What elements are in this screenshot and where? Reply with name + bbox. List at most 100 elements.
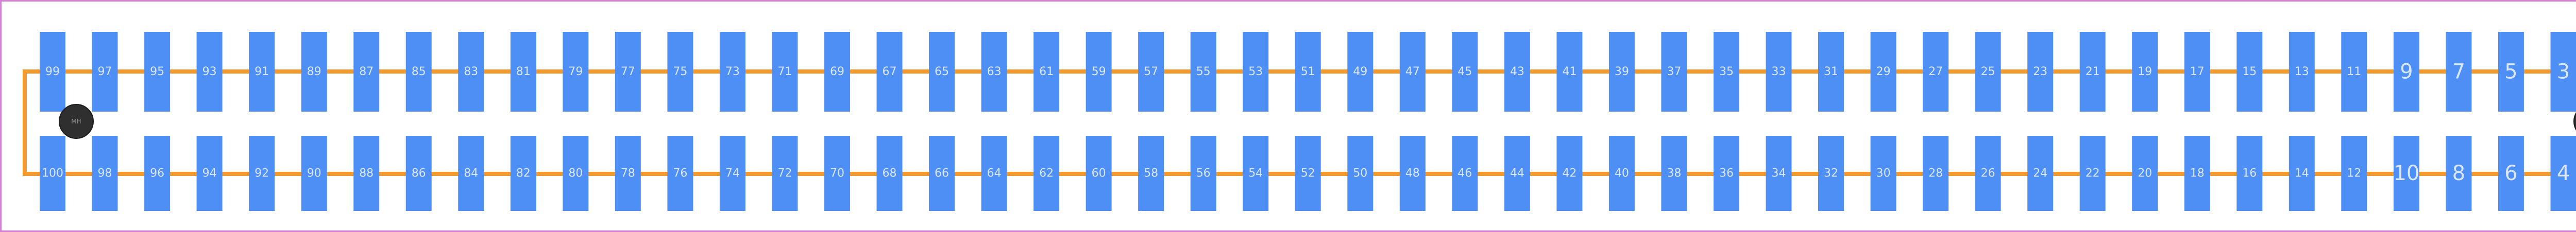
top-row-pad[interactable]: 93	[196, 32, 223, 112]
bottom-row-pad[interactable]: 62	[1033, 136, 1060, 211]
bottom-row-pad[interactable]: 10	[2393, 136, 2419, 211]
bottom-row-pad[interactable]: 14	[2289, 136, 2315, 211]
top-row-pad[interactable]: 19	[2132, 32, 2158, 112]
top-row-pad[interactable]: 95	[144, 32, 171, 112]
top-row-pad[interactable]: 59	[1086, 32, 1112, 112]
bottom-row-pad[interactable]: 32	[1818, 136, 1844, 211]
bottom-row-pad[interactable]: 90	[301, 136, 327, 211]
bottom-row-pad[interactable]: 92	[249, 136, 275, 211]
top-row-pad[interactable]: 17	[2184, 32, 2210, 112]
top-row-pad[interactable]: 97	[92, 32, 118, 112]
top-row-pad[interactable]: 61	[1033, 32, 1060, 112]
bottom-row-pad[interactable]: 94	[196, 136, 223, 211]
top-row-pad[interactable]: 33	[1766, 32, 1792, 112]
top-row-pad[interactable]: 55	[1190, 32, 1216, 112]
top-row-pad[interactable]: 79	[563, 32, 589, 112]
bottom-row-pad[interactable]: 24	[2027, 136, 2054, 211]
top-row-pad[interactable]: 43	[1504, 32, 1530, 112]
top-row-pad[interactable]: 57	[1138, 32, 1164, 112]
top-row-pad[interactable]: 71	[772, 32, 798, 112]
top-row-pad[interactable]: 39	[1608, 32, 1635, 112]
top-row-pad[interactable]: 91	[249, 32, 275, 112]
top-row-pad[interactable]: 87	[353, 32, 380, 112]
bottom-row-pad[interactable]: 46	[1452, 136, 1478, 211]
bottom-row-pad[interactable]: 26	[1975, 136, 2001, 211]
bottom-row-pad[interactable]: 18	[2184, 136, 2210, 211]
bottom-row-pad[interactable]: 72	[772, 136, 798, 211]
mounting-hole[interactable]: MH	[59, 104, 94, 139]
top-row-pad[interactable]: 23	[2027, 32, 2054, 112]
top-row-pad[interactable]: 99	[40, 32, 65, 112]
top-row-pad[interactable]: 21	[2079, 32, 2106, 112]
bottom-row-pad[interactable]: 38	[1661, 136, 1687, 211]
top-row-pad[interactable]: 13	[2289, 32, 2315, 112]
top-row-pad[interactable]: 7	[2446, 32, 2472, 112]
bottom-row-pad[interactable]: 50	[1347, 136, 1374, 211]
bottom-row-pad[interactable]: 34	[1766, 136, 1792, 211]
bottom-row-pad[interactable]: 64	[981, 136, 1007, 211]
bottom-row-pad[interactable]: 12	[2341, 136, 2367, 211]
bottom-row-pad[interactable]: 40	[1608, 136, 1635, 211]
top-row-pad[interactable]: 45	[1452, 32, 1478, 112]
top-row-pad[interactable]: 77	[615, 32, 641, 112]
top-row-pad[interactable]: 47	[1399, 32, 1426, 112]
bottom-row-pad[interactable]: 58	[1138, 136, 1164, 211]
bottom-row-pad[interactable]: 70	[824, 136, 850, 211]
bottom-row-pad[interactable]: 82	[510, 136, 536, 211]
bottom-row-pad[interactable]: 44	[1504, 136, 1530, 211]
bottom-row-pad[interactable]: 100	[40, 136, 65, 211]
top-row-pad[interactable]: 15	[2236, 32, 2263, 112]
top-row-pad[interactable]: 75	[667, 32, 693, 112]
top-row-pad[interactable]: 81	[510, 32, 536, 112]
bottom-row-pad[interactable]: 84	[458, 136, 484, 211]
bottom-row-pad[interactable]: 36	[1714, 136, 1739, 211]
bottom-row-pad[interactable]: 52	[1295, 136, 1321, 211]
top-row-pad[interactable]: 63	[981, 32, 1007, 112]
bottom-row-pad[interactable]: 98	[92, 136, 118, 211]
bottom-row-pad[interactable]: 28	[1923, 136, 1949, 211]
top-row-pad[interactable]: 41	[1556, 32, 1583, 112]
bottom-row-pad[interactable]: 74	[719, 136, 745, 211]
bottom-row-pad[interactable]: 76	[667, 136, 693, 211]
top-row-pad[interactable]: 85	[405, 32, 432, 112]
bottom-row-pad[interactable]: 48	[1399, 136, 1426, 211]
top-row-pad[interactable]: 25	[1975, 32, 2001, 112]
bottom-row-pad[interactable]: 88	[353, 136, 380, 211]
top-row-pad[interactable]: 5	[2498, 32, 2524, 112]
top-row-pad[interactable]: 89	[301, 32, 327, 112]
top-row-pad[interactable]: 51	[1295, 32, 1321, 112]
bottom-row-pad[interactable]: 56	[1190, 136, 1216, 211]
top-row-pad[interactable]: 65	[929, 32, 955, 112]
bottom-row-pad[interactable]: 22	[2079, 136, 2106, 211]
top-row-pad[interactable]: 31	[1818, 32, 1844, 112]
bottom-row-pad[interactable]: 78	[615, 136, 641, 211]
bottom-row-pad[interactable]: 96	[144, 136, 171, 211]
bottom-row-pad[interactable]: 4	[2550, 136, 2576, 211]
bottom-row-pad[interactable]: 80	[563, 136, 589, 211]
top-row-pad[interactable]: 49	[1347, 32, 1374, 112]
top-row-pad[interactable]: 27	[1923, 32, 1949, 112]
bottom-row-pad[interactable]: 30	[1870, 136, 1896, 211]
bottom-row-pad[interactable]: 20	[2132, 136, 2158, 211]
top-row-pad[interactable]: 29	[1870, 32, 1896, 112]
top-row-pad[interactable]: 53	[1243, 32, 1269, 112]
mounting-hole[interactable]: MH	[2573, 104, 2576, 138]
bottom-row-pad[interactable]: 68	[876, 136, 903, 211]
top-row-pad[interactable]: 11	[2341, 32, 2367, 112]
top-row-pad[interactable]: 83	[458, 32, 484, 112]
bottom-row-pad[interactable]: 54	[1243, 136, 1269, 211]
bottom-row-pad[interactable]: 8	[2446, 136, 2472, 211]
top-row-pad[interactable]: 9	[2393, 32, 2419, 112]
top-row-pad[interactable]: 67	[876, 32, 903, 112]
top-row-pad[interactable]: 69	[824, 32, 850, 112]
bottom-row-pad[interactable]: 42	[1556, 136, 1583, 211]
top-row-pad[interactable]: 35	[1714, 32, 1739, 112]
bottom-row-pad[interactable]: 86	[405, 136, 432, 211]
top-row-pad[interactable]: 37	[1661, 32, 1687, 112]
top-row-pad[interactable]: 3	[2550, 32, 2576, 112]
bottom-row-pad[interactable]: 60	[1086, 136, 1112, 211]
bottom-row-pad[interactable]: 6	[2498, 136, 2524, 211]
top-row-pad[interactable]: 73	[719, 32, 745, 112]
bottom-row-pad[interactable]: 16	[2236, 136, 2263, 211]
bottom-row-pad[interactable]: 66	[929, 136, 955, 211]
